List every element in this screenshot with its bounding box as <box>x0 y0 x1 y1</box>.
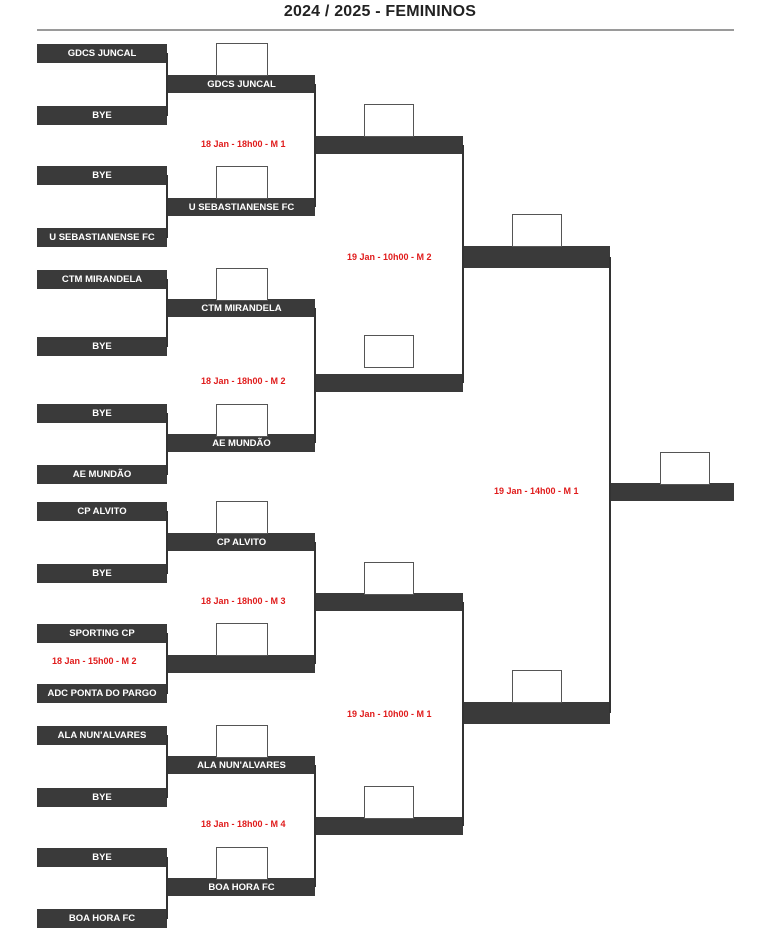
team-slot: BYE <box>37 788 167 807</box>
bracket-connector <box>166 279 168 347</box>
round2-slot: AE MUNDÃO <box>168 434 315 452</box>
match-label: 18 Jan - 15h00 - M 2 <box>52 656 137 666</box>
team-slot: BYE <box>37 166 167 185</box>
bracket-connector <box>314 308 316 443</box>
score-box <box>216 501 268 534</box>
score-box <box>216 268 268 301</box>
round2-slot: ALA NUN'ALVARES <box>168 756 315 774</box>
title-divider <box>37 29 734 31</box>
quarterfinal-slot <box>316 374 463 392</box>
semifinal-slot <box>464 246 610 268</box>
bracket-connector <box>166 175 168 238</box>
quarterfinal-slot <box>316 136 463 154</box>
bracket-connector <box>462 145 464 383</box>
match-label: 18 Jan - 18h00 - M 3 <box>201 596 286 606</box>
round2-slot <box>168 655 315 673</box>
quarterfinal-slot <box>316 817 463 835</box>
team-slot: BYE <box>37 404 167 423</box>
score-box <box>216 623 268 656</box>
team-slot: BYE <box>37 106 167 125</box>
team-slot: U SEBASTIANENSE FC <box>37 228 167 247</box>
match-label: 19 Jan - 10h00 - M 1 <box>347 709 432 719</box>
score-box <box>364 562 414 595</box>
score-box <box>364 335 414 368</box>
bracket-connector <box>166 511 168 574</box>
bracket-connector <box>166 735 168 798</box>
team-slot: ADC PONTA DO PARGO <box>37 684 167 703</box>
score-box <box>216 725 268 758</box>
round2-slot: CP ALVITO <box>168 533 315 551</box>
score-box <box>512 670 562 703</box>
round2-slot: BOA HORA FC <box>168 878 315 896</box>
team-slot: SPORTING CP <box>37 624 167 643</box>
team-slot: ALA NUN'ALVARES <box>37 726 167 745</box>
round2-slot: CTM MIRANDELA <box>168 299 315 317</box>
match-label: 19 Jan - 10h00 - M 2 <box>347 252 432 262</box>
score-box <box>216 166 268 199</box>
score-box <box>216 847 268 880</box>
bracket-connector <box>314 84 316 207</box>
team-slot: BYE <box>37 848 167 867</box>
match-label: 18 Jan - 18h00 - M 2 <box>201 376 286 386</box>
bracket-connector <box>314 542 316 664</box>
match-label: 18 Jan - 18h00 - M 4 <box>201 819 286 829</box>
team-slot: AE MUNDÃO <box>37 465 167 484</box>
bracket-connector <box>166 633 168 694</box>
team-slot: CP ALVITO <box>37 502 167 521</box>
bracket-connector <box>166 413 168 475</box>
score-box <box>660 452 710 485</box>
bracket-connector <box>609 257 611 713</box>
round2-slot: GDCS JUNCAL <box>168 75 315 93</box>
score-box <box>216 404 268 437</box>
bracket-connector <box>166 857 168 919</box>
page-title: 2024 / 2025 - FEMININOS <box>283 3 477 20</box>
score-box <box>512 214 562 247</box>
bracket-connector <box>314 765 316 887</box>
bracket-connector <box>462 602 464 826</box>
team-slot: BYE <box>37 564 167 583</box>
team-slot: GDCS JUNCAL <box>37 44 167 63</box>
team-slot: BOA HORA FC <box>37 909 167 928</box>
score-box <box>364 786 414 819</box>
round2-slot: U SEBASTIANENSE FC <box>168 198 315 216</box>
final-slot <box>611 483 734 501</box>
semifinal-slot <box>464 702 610 724</box>
match-label: 18 Jan - 18h00 - M 1 <box>201 139 286 149</box>
quarterfinal-slot <box>316 593 463 611</box>
score-box <box>216 43 268 76</box>
match-label: 19 Jan - 14h00 - M 1 <box>494 486 579 496</box>
team-slot: CTM MIRANDELA <box>37 270 167 289</box>
team-slot: BYE <box>37 337 167 356</box>
score-box <box>364 104 414 137</box>
bracket-connector <box>166 53 168 116</box>
